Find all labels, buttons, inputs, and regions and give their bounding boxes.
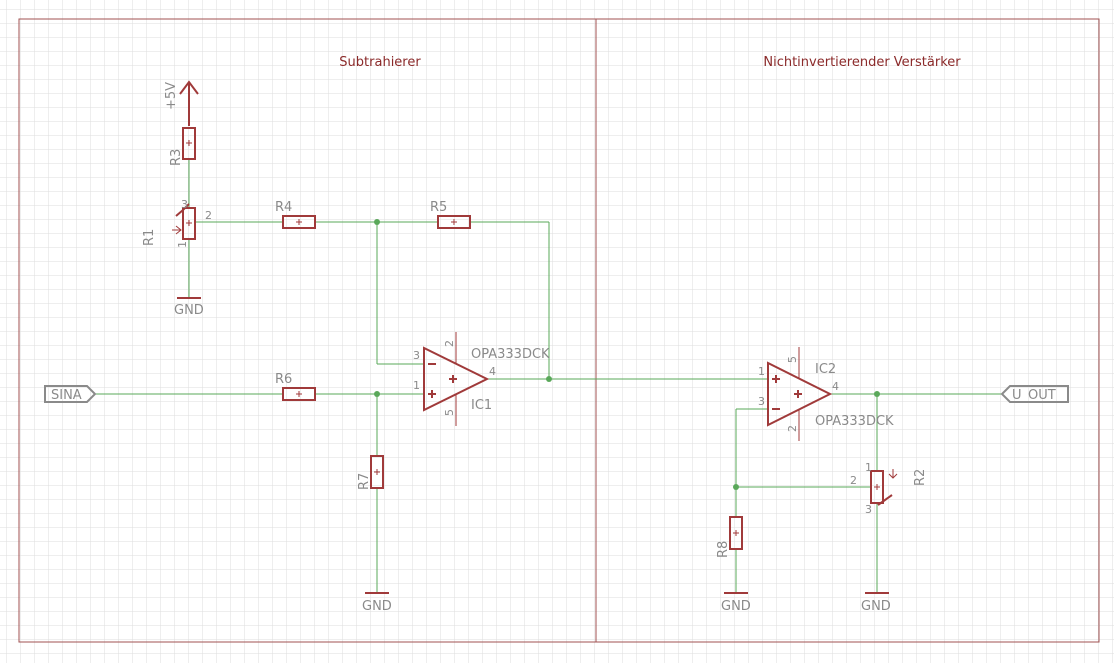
ground-r8: GND — [721, 592, 751, 614]
ground-r2: GND — [861, 592, 891, 614]
ic2-pin-3: 3 — [758, 395, 765, 408]
ic2-pin-4: 4 — [832, 380, 839, 393]
resistor-r8-label: R8 — [716, 541, 731, 558]
section-title-verstaerker: Nichtinvertierender Verstärker — [763, 55, 961, 70]
junctions — [374, 219, 880, 490]
resistor-r4: R4 — [275, 200, 316, 229]
r2-pin-1: 1 — [865, 461, 872, 474]
potentiometer-r1-label: R1 — [142, 229, 157, 246]
ic1-value: OPA333DCK — [471, 347, 550, 362]
opamp-ic1: 3 1 4 2 5 OPA333DCK IC1 — [413, 332, 550, 426]
resistor-r3: R3 — [169, 127, 196, 166]
port-sina-label: SINA — [51, 388, 82, 403]
resistor-r6: R6 — [275, 372, 316, 401]
ground-r1: GND — [174, 297, 204, 318]
drawing-frame — [18, 18, 1100, 643]
resistor-r6-label: R6 — [275, 372, 292, 387]
resistor-r4-label: R4 — [275, 200, 292, 215]
ic2-pin-5: 5 — [786, 356, 799, 363]
ic1-pin-1: 1 — [413, 379, 420, 392]
ground-label: GND — [362, 599, 392, 614]
resistor-r3-label: R3 — [169, 149, 184, 166]
resistor-r5: R5 — [430, 200, 471, 229]
r1-pin-3: 3 — [181, 198, 188, 211]
resistor-r8: R8 — [716, 516, 743, 558]
ic1-pin-4: 4 — [489, 365, 496, 378]
ground-label: GND — [174, 303, 204, 318]
supply-5v: +5V — [164, 80, 199, 126]
ic1-pin-5: 5 — [443, 409, 456, 416]
ic2-name: IC2 — [815, 362, 836, 377]
port-u-out-label: U_OUT — [1012, 388, 1056, 403]
ic1-pin-2: 2 — [443, 340, 456, 347]
ic2-pin-1: 1 — [758, 365, 765, 378]
r2-pin-3: 3 — [865, 503, 872, 516]
port-u-out: U_OUT — [1000, 385, 1069, 403]
r1-pin-1: 1 — [176, 241, 189, 248]
ground-r7: GND — [362, 592, 392, 614]
r2-pin-2: 2 — [850, 474, 857, 487]
potentiometer-r2-label: R2 — [913, 469, 928, 486]
ic2-value: OPA333DCK — [815, 414, 894, 429]
ic2-pin-2: 2 — [786, 425, 799, 432]
resistor-r7-label: R7 — [357, 473, 372, 490]
r1-pin-2: 2 — [205, 209, 212, 222]
supply-label: +5V — [164, 82, 179, 110]
port-sina: SINA — [44, 385, 97, 403]
potentiometer-r1: 3 2 1 R1 — [142, 198, 212, 248]
ic1-pin-3: 3 — [413, 349, 420, 362]
potentiometer-r2: 1 2 3 R2 — [850, 461, 928, 516]
ground-label: GND — [721, 599, 751, 614]
ic1-name: IC1 — [471, 398, 492, 413]
wires — [95, 160, 1002, 592]
section-title-subtrahierer: Subtrahierer — [339, 55, 421, 70]
resistor-r7: R7 — [357, 455, 384, 490]
ground-label: GND — [861, 599, 891, 614]
opamp-ic2: 1 3 4 5 2 IC2 OPA333DCK — [758, 347, 894, 441]
resistor-r5-label: R5 — [430, 200, 447, 215]
